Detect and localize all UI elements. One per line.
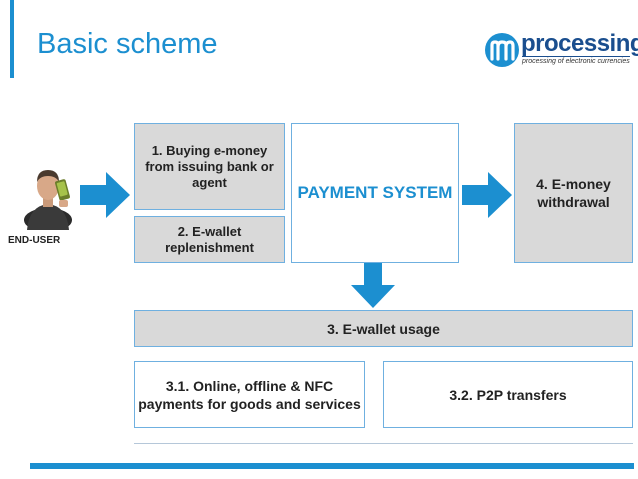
buy-emoney-box: 1. Buying e-money from issuing bank or a… xyxy=(134,123,285,210)
accent-bar xyxy=(10,0,14,78)
arrow-payment-to-usage xyxy=(351,263,395,308)
arrow-user-to-services xyxy=(80,172,130,218)
logo-name: processing xyxy=(521,30,638,57)
emoney-withdrawal-box: 4. E-money withdrawal xyxy=(514,123,633,263)
logo-rule xyxy=(522,56,630,57)
logo-tagline: processing of electronic currencies xyxy=(522,58,630,65)
user-with-phone-icon xyxy=(24,170,72,230)
ewallet-replenishment-box: 2. E-wallet replenishment xyxy=(134,216,285,263)
end-user-label: END-USER xyxy=(8,235,61,246)
p2p-transfers-box: 3.2. P2P transfers xyxy=(383,361,633,428)
brand-logo: processing processing of electronic curr… xyxy=(484,30,638,70)
ewallet-usage-box: 3. E-wallet usage xyxy=(134,310,633,347)
footer-bar xyxy=(30,463,634,469)
m-logo-icon xyxy=(485,33,519,67)
divider-thin xyxy=(134,443,633,444)
page-title: Basic scheme xyxy=(37,28,218,60)
online-payments-box: 3.1. Online, offline & NFC payments for … xyxy=(134,361,365,428)
payment-system-box: PAYMENT SYSTEM xyxy=(291,123,459,263)
arrow-payment-to-withdrawal xyxy=(462,172,512,218)
